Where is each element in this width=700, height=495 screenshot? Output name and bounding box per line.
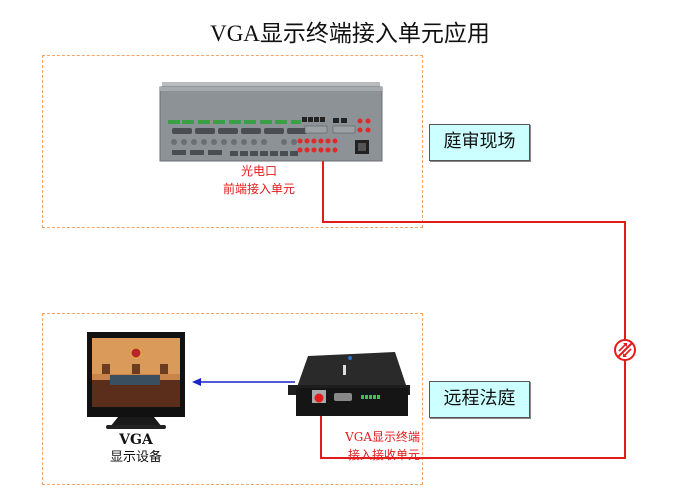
receiver-unit-caption-line1: VGA显示终端 [345,430,420,444]
zone-court-scene [42,55,423,228]
monitor-icon [87,332,185,429]
receiver-unit-caption: VGA显示终端 接入接收单元 [316,428,420,464]
front-unit-caption-line1: 光电口 [240,164,277,178]
zone-remote-court [42,313,423,485]
front-unit-caption: 光电口 前端接入单元 [200,162,318,198]
receiver-unit-caption-line2: 接入接收单元 [347,448,420,462]
arrow-head-icon [192,378,201,386]
zone-label-court-scene: 庭审现场 [429,124,530,161]
front-unit-caption-line2: 前端接入单元 [222,182,295,196]
rack-device-icon [159,82,383,162]
display-caption-line1: VGA [119,432,153,448]
small-box-device-icon [288,352,410,416]
fiber-transceiver-icon [614,339,636,361]
display-caption-line2: 显示设备 [109,450,162,465]
display-caption: VGA 显示设备 [86,432,186,467]
diagram-title: VGA显示终端接入单元应用 [210,21,490,46]
zone-label-remote-court: 远程法庭 [429,381,530,418]
